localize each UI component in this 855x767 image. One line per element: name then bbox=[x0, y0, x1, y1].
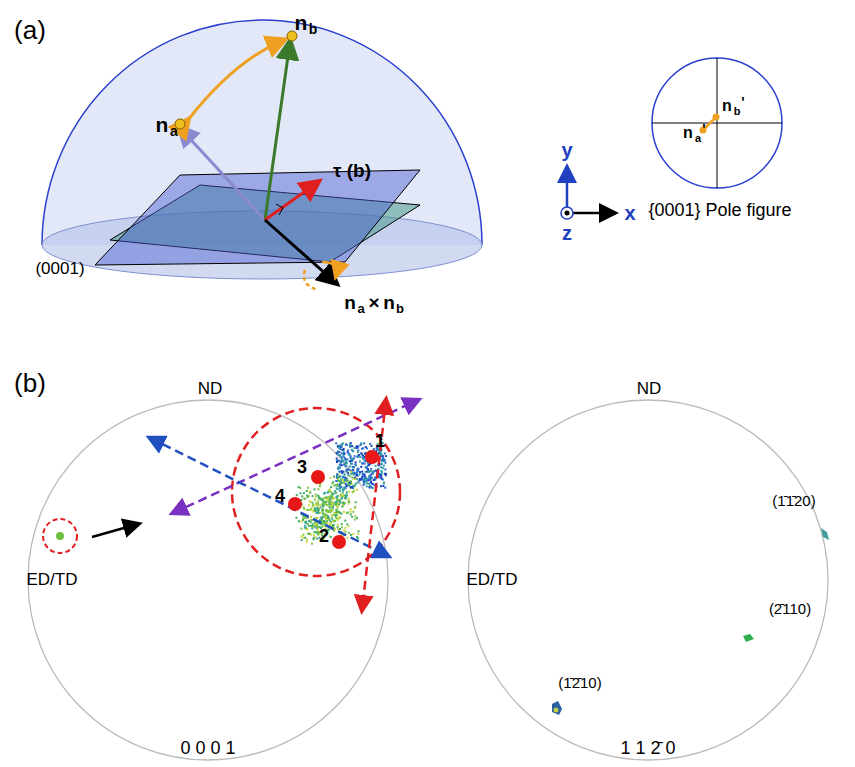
cross-sign: × bbox=[368, 293, 379, 312]
miller-index: (2̄110) bbox=[769, 601, 811, 616]
vector-symbol: n bbox=[383, 293, 395, 312]
callout-number: 1 bbox=[375, 432, 385, 450]
direction-label: ED/TD bbox=[467, 571, 518, 588]
pole-symbol: n bbox=[683, 125, 693, 141]
vector-symbol: n bbox=[156, 114, 169, 135]
vector-subscript: b bbox=[309, 22, 318, 36]
panel-letter: (b) bbox=[14, 370, 46, 396]
callout-number: 3 bbox=[297, 458, 307, 476]
vector-label: τ (b) bbox=[333, 161, 371, 180]
axis-label: x bbox=[624, 203, 635, 223]
vector-subscript: b bbox=[396, 302, 404, 315]
vector-symbol: n bbox=[344, 293, 356, 312]
vector-subscript: a bbox=[170, 124, 178, 138]
pole-subscript: b bbox=[734, 106, 741, 117]
callout-number: 4 bbox=[275, 487, 285, 505]
figure-title: {0001} Pole figure bbox=[648, 201, 791, 219]
pole-prime: ' bbox=[741, 95, 744, 109]
plane-label: (0001) bbox=[35, 260, 84, 277]
vector-symbol: n bbox=[295, 12, 308, 33]
pole-symbol: n bbox=[722, 98, 732, 114]
callout-number: 2 bbox=[319, 527, 329, 545]
direction-label: ND bbox=[198, 380, 223, 397]
pole-figure-label: 0 0 0 1 bbox=[180, 739, 235, 757]
miller-index: (1̄1̄20) bbox=[772, 493, 815, 508]
miller-index: (1̄2̄10) bbox=[558, 675, 601, 690]
pole-prime: ' bbox=[702, 122, 705, 136]
direction-label: ED/TD bbox=[27, 571, 78, 588]
axis-label: z bbox=[562, 223, 572, 243]
pole-figure-label: 1 1 2̄ 0 bbox=[620, 739, 675, 757]
panel-letter: (a) bbox=[14, 17, 46, 43]
axis-label: y bbox=[561, 140, 572, 160]
pole-subscript: a bbox=[695, 133, 701, 144]
direction-label: ND bbox=[637, 380, 662, 397]
vector-subscript: a bbox=[357, 302, 364, 315]
